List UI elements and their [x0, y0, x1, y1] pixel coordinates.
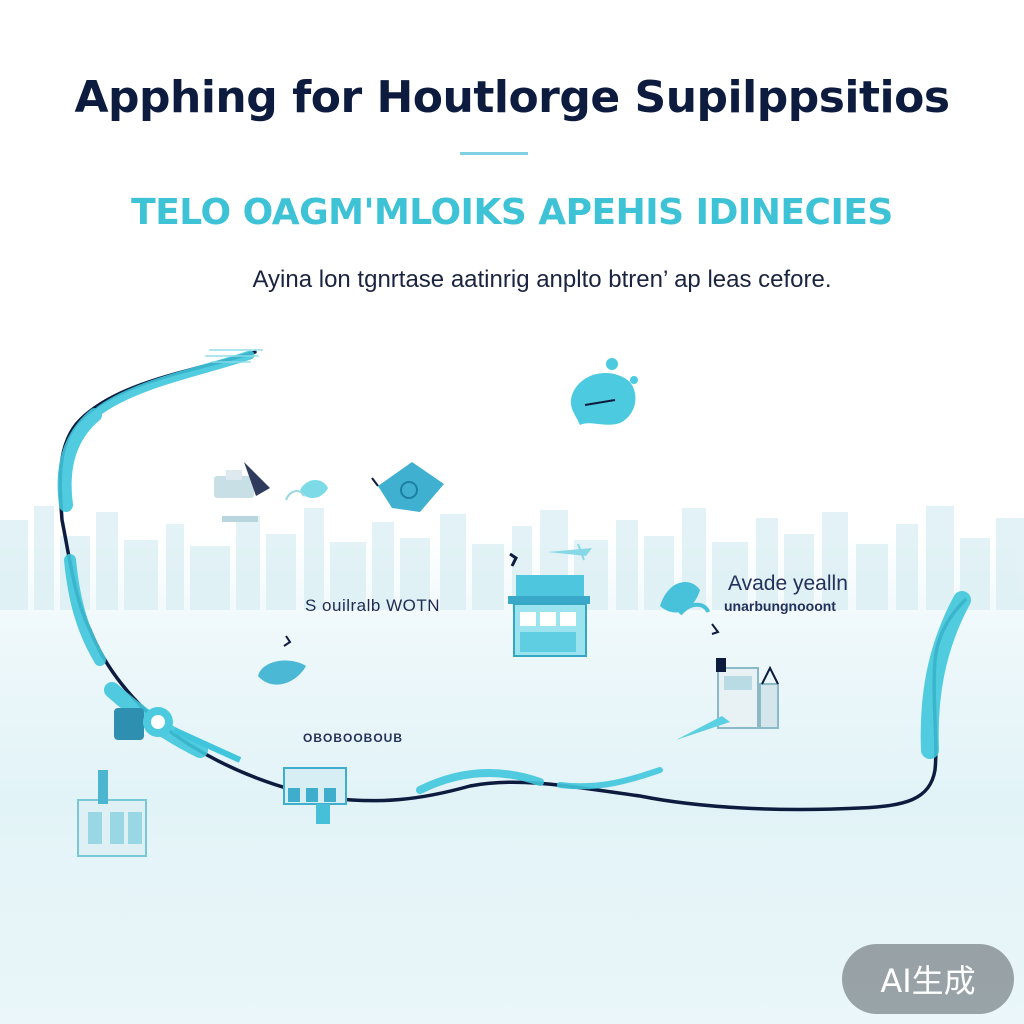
page-subtitle: TELO OAGM'MLOIKS APEHIS IDINECIES [131, 192, 893, 233]
title-divider [460, 152, 528, 155]
route-label-right: Avade yealln [728, 572, 848, 595]
route-illustration [57, 349, 971, 857]
route-label-left-small: OBOBOOBOUB [303, 731, 403, 745]
ai-generated-badge: AI生成 [842, 944, 1014, 1014]
leaf-icon [660, 582, 720, 635]
route-label-right-sub: unarbungnooont [724, 598, 836, 614]
city-skyline [0, 506, 1024, 610]
page-tagline: Ayina lon tgnrtase aatinrig anplto btren… [252, 266, 832, 293]
ai-generated-badge-label: AI生成 [880, 962, 976, 1000]
bird-icon [570, 358, 638, 425]
map-pin-icon [258, 635, 306, 685]
factory-icon [77, 770, 147, 857]
airplane-icon [548, 543, 592, 561]
factory-icon [114, 707, 242, 763]
page-title: Apphing for Houtlorge Supilppsitios [74, 72, 950, 123]
truck-icon [214, 462, 270, 522]
building-icon [676, 658, 779, 740]
storefront-icon [508, 552, 590, 657]
leaf-icon [285, 479, 328, 501]
building-icon [283, 767, 347, 824]
route-label-left: S ouilralb WOTN [305, 596, 441, 615]
house-icon [371, 462, 444, 512]
